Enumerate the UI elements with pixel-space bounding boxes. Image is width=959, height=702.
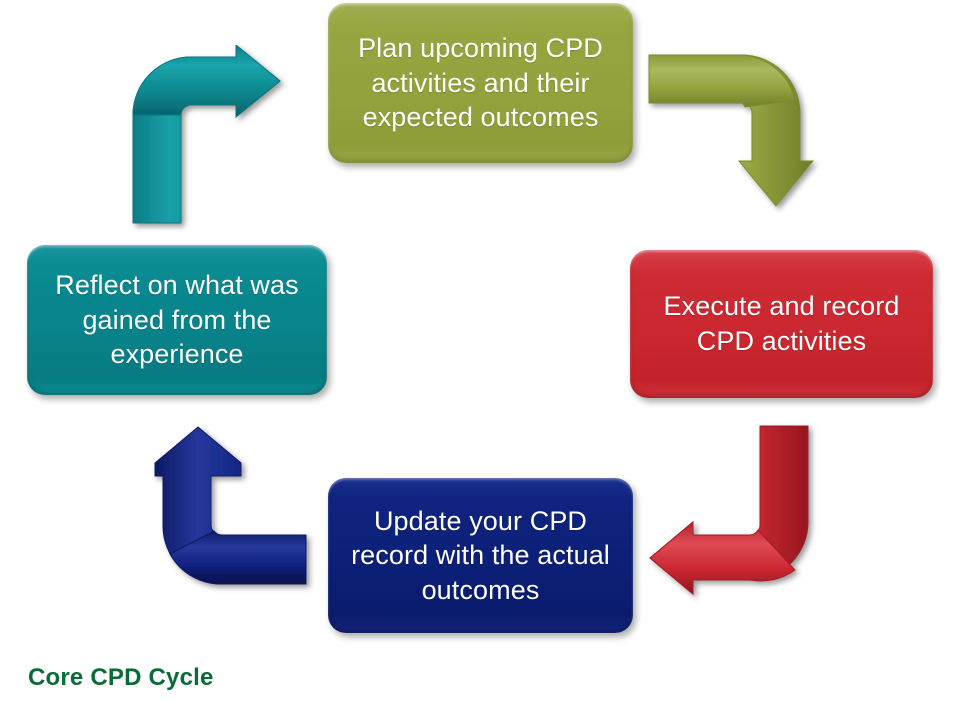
node-update-label: Update your CPD record with the actual o… <box>351 505 610 605</box>
node-execute-record-cpd[interactable]: Execute and record CPD activities <box>630 250 933 398</box>
arrow-execute-to-update-icon <box>645 418 830 610</box>
node-plan-label: Plan upcoming CPD activities and their e… <box>358 33 603 133</box>
node-update-cpd-record[interactable]: Update your CPD record with the actual o… <box>328 478 633 633</box>
diagram-caption: Core CPD Cycle <box>28 664 214 691</box>
arrow-update-to-reflect-icon <box>128 418 318 610</box>
node-reflect-on-experience[interactable]: Reflect on what was gained from the expe… <box>27 245 327 395</box>
node-execute-label: Execute and record CPD activities <box>663 291 900 356</box>
arrow-plan-to-execute-icon <box>645 45 830 245</box>
node-plan-cpd-activities[interactable]: Plan upcoming CPD activities and their e… <box>328 3 633 163</box>
node-reflect-label: Reflect on what was gained from the expe… <box>55 270 299 370</box>
arrow-reflect-to-plan-icon <box>128 45 313 245</box>
